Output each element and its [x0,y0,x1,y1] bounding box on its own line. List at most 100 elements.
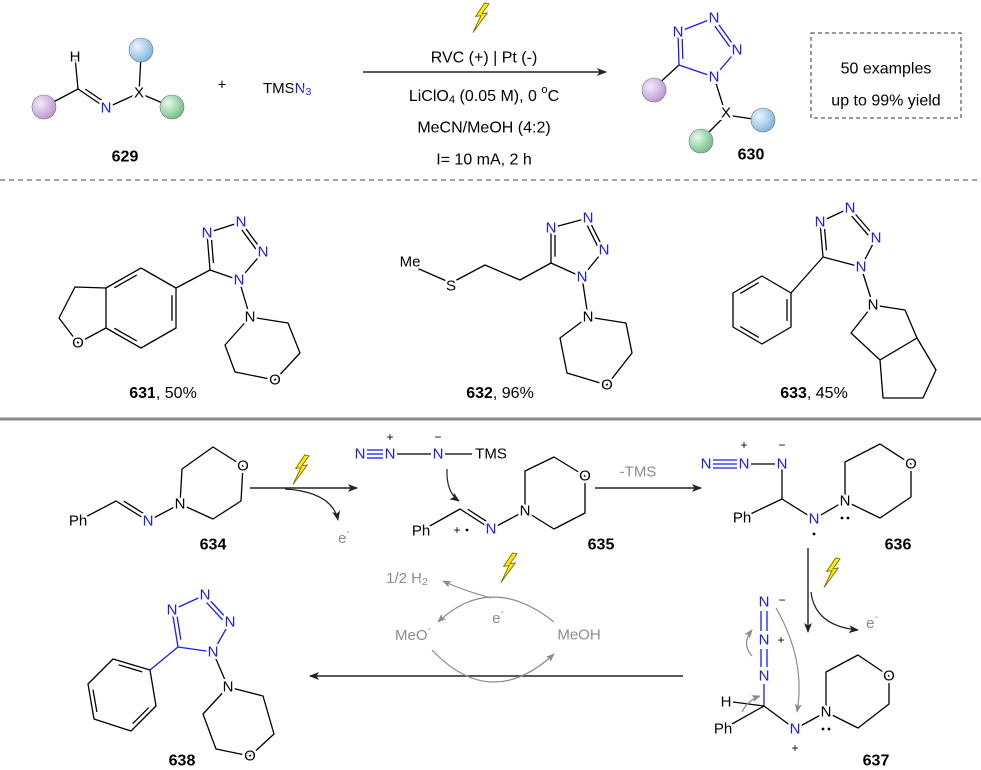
bond [149,646,179,671]
text-part: - [428,623,432,635]
morpholine-ring [844,443,912,519]
methoxide-label: MeO- [395,623,432,644]
text-part: 4 [449,94,455,106]
bond [171,609,179,648]
imine-nitrogen: N [143,513,154,530]
curved-arrow [810,591,859,634]
phenyl-label: Ph [714,721,732,738]
text-part: , 96% [493,385,534,402]
radical-dot [812,532,816,536]
nitrogen-atom: N [223,679,234,696]
text-part: 1/2 H [386,570,422,587]
curved-arrow [284,488,341,521]
cycle-arrow-top [437,596,555,623]
text-part: TMS [263,80,295,97]
compound-number: 634 [200,537,227,554]
example-633-label: 633, 45% [780,385,848,402]
double-bond-line [681,37,684,59]
text-part: - [346,526,350,538]
cycle-arrow-bottom [431,649,555,683]
bond [74,56,79,90]
oxygen-atom: O [601,377,613,394]
thioether-chain [409,262,552,284]
compound-number: 638 [169,753,196,770]
double-bond-line [241,229,257,250]
atom-label: H [70,49,81,66]
double-bond-line [113,274,138,289]
bond [550,262,583,278]
nitrogen-atom: N [868,297,879,314]
text-part: - [874,611,878,623]
atom-label: N [790,721,801,738]
lone-pair-dot [827,727,831,731]
compound-number: 636 [885,537,912,554]
morpholine-ring [559,316,633,386]
radical-dot [465,528,469,532]
morpholine-ring [224,316,301,381]
text-part: N [295,80,306,97]
nitrogen-atom: N [546,220,557,237]
lightning-bolt-icon [500,552,518,583]
bond [678,64,715,78]
electron-byproduct: e- [338,526,350,547]
double-bond-line [823,227,828,251]
double-bond-line [739,281,760,294]
nitrogen-atom: N [709,10,720,27]
nitrogen-atom: N [673,24,684,41]
bond [177,646,214,653]
charge-plus: + [791,741,798,755]
nitrogen-atom: N [225,614,236,631]
nitrogen-atom: N [856,259,867,276]
bond [550,217,589,229]
nitrogen-atom: N [577,269,588,286]
substituent-blue [750,107,776,133]
nitrogen-atom: N [709,69,720,86]
bond [713,76,727,116]
nitrogen-atom: N [234,272,245,289]
atom-label: H [721,694,732,711]
bond [175,269,211,289]
text-part: (0.05 M), 0 [455,88,541,105]
phenyl-ring [732,275,792,345]
bond [77,500,149,522]
compound-number: 635 [588,537,615,554]
condition-current: I= 10 mA, 2 h [436,152,532,169]
lightning-bolt-icon [472,2,490,33]
atom-label: N [759,594,770,611]
double-bond-line [714,25,731,47]
bond [77,88,107,109]
oxygen-atom: O [883,668,895,685]
bond [420,508,526,532]
bond [713,49,738,78]
atom-label: N [759,632,770,649]
bond [819,207,851,223]
text-part: - [500,606,504,618]
text-part: , 45% [807,385,848,402]
cyclopentane-ring [879,337,937,399]
scope-yield: up to 99% yield [831,93,940,110]
curved-arrow [775,607,802,713]
bond [206,232,211,271]
compound-number: 630 [738,147,765,164]
nitrogen-atom: N [175,496,186,513]
example-631-label: 631, 50% [129,385,197,402]
charge-plus: + [777,633,784,647]
atom-label: N [739,456,750,473]
scope-box [810,32,962,119]
substituent-purple [641,77,667,103]
text-part: e [338,530,346,547]
dihydrofuran-ring [58,286,107,344]
text-part: C [548,88,560,105]
oxygen-atom: O [905,456,917,473]
benzene-ring [105,267,177,349]
atom-label: N [809,511,820,528]
pyrrolidine-ring [850,304,918,361]
compound-number: 637 [863,753,890,770]
double-bond-line [132,707,150,725]
charge-plus: + [386,430,393,444]
curved-arrow [741,695,761,713]
text-part: LiClO [409,88,449,105]
text-part: MeO [395,627,428,644]
